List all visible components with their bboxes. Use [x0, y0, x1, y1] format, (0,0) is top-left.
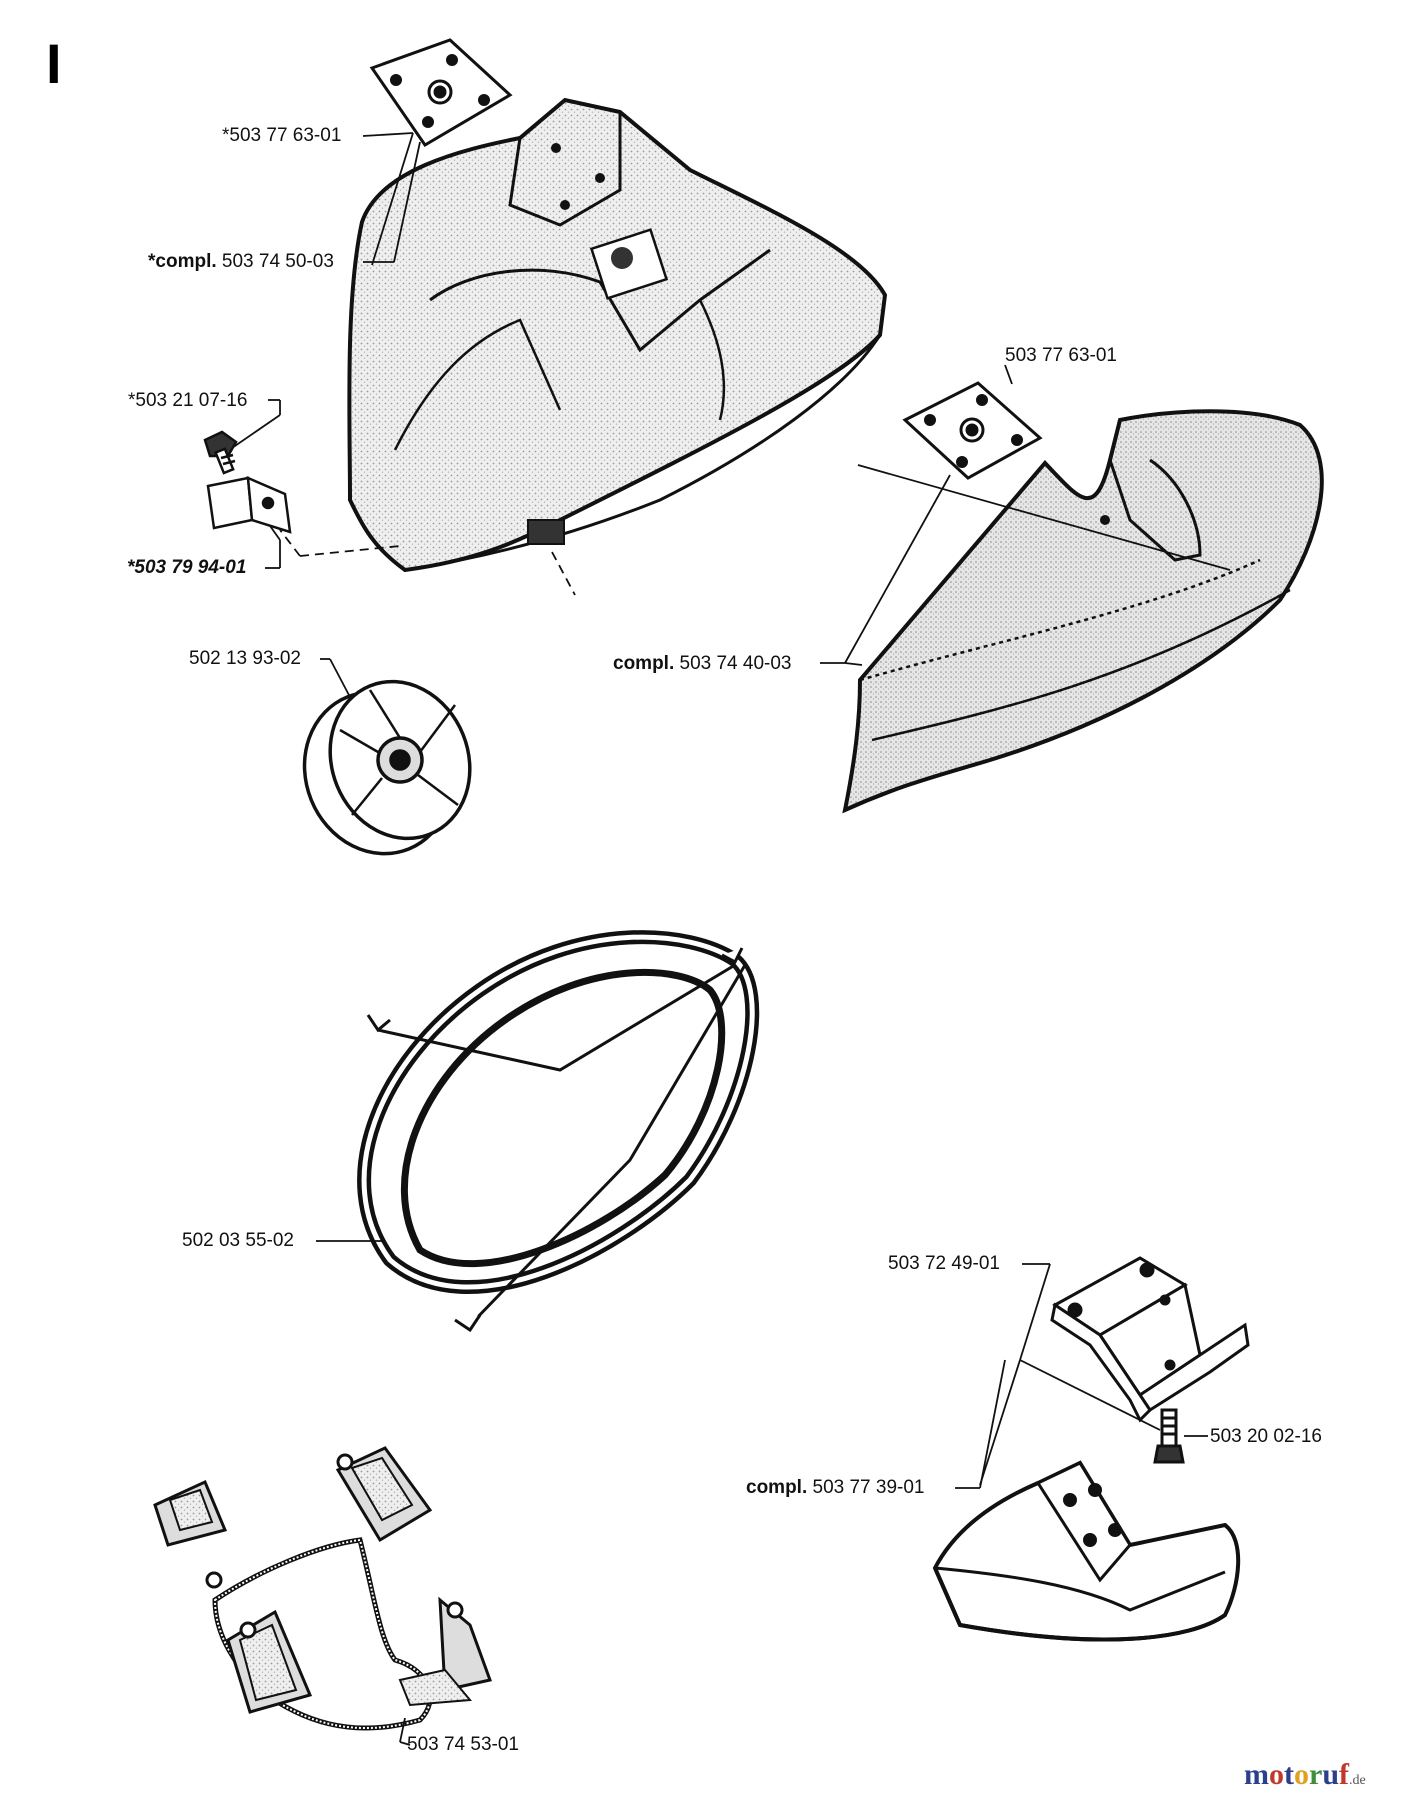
label-guard-top-number: 503 74 50-03 [221, 251, 334, 272]
label-guard-top: *compl. 503 74 50-03 [148, 252, 334, 271]
leader-mount [955, 1263, 1208, 1489]
bolt [1153, 1408, 1185, 1464]
label-guard-small: compl. 503 77 39-01 [746, 1478, 925, 1497]
brand-letter: o [1269, 1758, 1284, 1791]
brand-letter: t [1284, 1758, 1294, 1791]
label-mount: 503 72 49-01 [888, 1253, 1000, 1274]
trimmer-guard-right [842, 409, 1324, 814]
brand-logo-letters: motoruf [1244, 1758, 1349, 1791]
brand-letter: u [1322, 1758, 1340, 1791]
label-guard-right: compl. 503 74 40-03 [613, 654, 792, 673]
leader-harness [399, 1717, 411, 1746]
brand-letter: o [1294, 1758, 1309, 1791]
label-guard-small-number: 503 77 39-01 [812, 1477, 925, 1498]
section-letter: I [46, 32, 62, 95]
leader-spool [320, 658, 351, 698]
brand-logo: motoruf.de [1244, 1760, 1366, 1790]
label-bracket: *503 79 94-01 [127, 557, 247, 578]
leader-lines-top [231, 132, 576, 596]
mount-bracket [1050, 1256, 1250, 1423]
spool [302, 679, 472, 856]
screw [203, 430, 238, 475]
label-harness: 503 74 53-01 [407, 1734, 519, 1755]
harness [153, 1446, 492, 1731]
label-guard-right-prefix: compl. [613, 653, 675, 674]
brand-logo-tld: .de [1349, 1773, 1366, 1788]
brand-letter: r [1309, 1758, 1323, 1791]
guard-small [932, 1460, 1241, 1642]
mounting-plate-top [369, 38, 513, 148]
label-ring: 502 03 55-02 [182, 1230, 294, 1251]
label-plate-top: *503 77 63-01 [222, 125, 342, 146]
brand-letter: m [1244, 1758, 1269, 1791]
guard-ring [357, 930, 760, 1333]
trimmer-guard-large [347, 97, 888, 573]
brand-letter: f [1339, 1758, 1350, 1791]
label-guard-top-prefix: *compl. [148, 251, 217, 272]
label-guard-small-prefix: compl. [746, 1477, 808, 1498]
label-guard-right-number: 503 74 40-03 [679, 653, 792, 674]
leader-lines-right [820, 364, 1013, 666]
guard-bracket [206, 476, 292, 534]
label-plate-right: 503 77 63-01 [1005, 345, 1117, 366]
mounting-plate-right [902, 381, 1043, 480]
label-bolt: 503 20 02-16 [1210, 1426, 1322, 1447]
label-screw: *503 21 07-16 [128, 390, 248, 411]
label-spool: 502 13 93-02 [189, 648, 301, 669]
